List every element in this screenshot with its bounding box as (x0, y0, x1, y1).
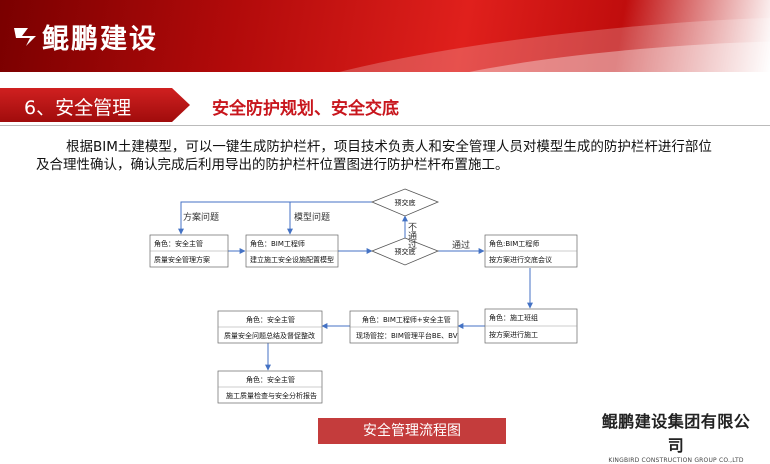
decision-diamond-top: 预交底 (370, 188, 440, 217)
process-box-1: 角色：安全主管 质量安全管理方案 (149, 234, 229, 268)
svg-text:角色：安全主管: 角色：安全主管 (246, 375, 295, 384)
section-divider (0, 125, 770, 126)
svg-text:按方案进行交底会议: 按方案进行交底会议 (489, 255, 552, 264)
svg-text:角色：BIM工程师: 角色：BIM工程师 (250, 239, 305, 248)
section-title: 6、安全管理 (24, 97, 132, 119)
label-plan-issue: 方案问题 (183, 211, 219, 223)
process-box-4: 角色：施工班组 按方案进行施工 (484, 308, 578, 344)
decision-diamond-mid: 预交底 (370, 237, 440, 266)
svg-text:角色：安全主管: 角色：安全主管 (154, 239, 203, 248)
description-paragraph: 根据BIM土建模型，可以一键生成防护栏杆，项目技术负责人和安全管理人员对模型生成… (36, 139, 712, 173)
svg-text:质量安全问题总结及督促整改: 质量安全问题总结及督促整改 (224, 331, 315, 340)
company-logo: 鲲鹏建设集团有限公司 KINGBIRD CONSTRUCTION GROUP C… (596, 408, 756, 464)
brand-mark-icon (14, 28, 36, 46)
company-name-cn: 鲲鹏建设集团有限公司 (601, 412, 751, 455)
brand-logo: 鲲鹏建设 (12, 18, 158, 55)
connector-top-to-box1 (178, 201, 374, 235)
svg-text:预交底: 预交底 (395, 247, 416, 256)
company-name-en: KINGBIRD CONSTRUCTION GROUP CO.,LTD (608, 457, 744, 464)
flowchart-caption: 安全管理流程图 (318, 418, 506, 444)
process-box-6: 角色：安全主管 质量安全问题总结及督促整改 (217, 310, 323, 344)
svg-text:质量安全管理方案: 质量安全管理方案 (154, 255, 210, 264)
svg-text:现场管控：BIM管理平台BE、BV: 现场管控：BIM管理平台BE、BV (356, 331, 458, 340)
svg-text:不通过: 不通过 (406, 222, 417, 249)
svg-text:按方案进行施工: 按方案进行施工 (489, 330, 538, 339)
svg-text:角色：安全主管: 角色：安全主管 (246, 315, 295, 324)
header-banner: 鲲鹏建设 (0, 0, 770, 72)
label-pass: 通过 (452, 239, 470, 251)
brand-name: 鲲鹏建设 (42, 23, 158, 55)
section-tab: 6、安全管理 (0, 88, 190, 122)
section-subtitle: 安全防护规划、安全交底 (212, 99, 399, 119)
process-box-5: 角色：BIM工程师+安全主管 现场管控：BIM管理平台BE、BV (349, 310, 459, 344)
svg-text:施工质量检查与安全分析报告: 施工质量检查与安全分析报告 (226, 391, 317, 400)
svg-text:建立施工安全设施配置模型: 建立施工安全设施配置模型 (250, 255, 334, 264)
process-box-2: 角色：BIM工程师 建立施工安全设施配置模型 (245, 234, 339, 268)
svg-text:角色：施工班组: 角色：施工班组 (489, 313, 538, 322)
svg-text:角色:BIM工程师: 角色:BIM工程师 (489, 239, 539, 248)
svg-text:预交底: 预交底 (395, 198, 416, 207)
svg-text:角色：BIM工程师+安全主管: 角色：BIM工程师+安全主管 (362, 315, 451, 324)
process-box-3: 角色:BIM工程师 按方案进行交底会议 (484, 234, 578, 268)
label-model-issue: 模型问题 (294, 211, 330, 223)
label-fail: 不通过 (406, 222, 417, 249)
process-box-7: 角色：安全主管 施工质量检查与安全分析报告 (217, 370, 323, 404)
